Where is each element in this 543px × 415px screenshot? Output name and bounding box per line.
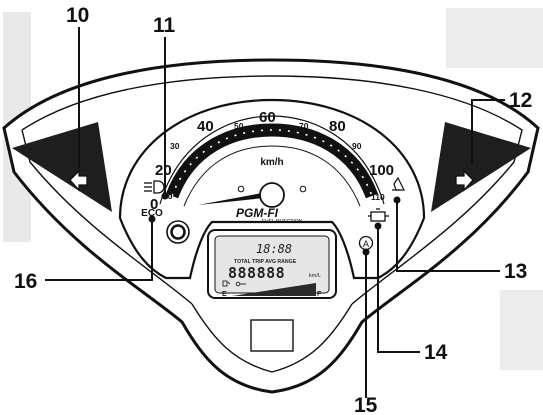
callout-11: 11 bbox=[153, 14, 176, 37]
speed-scale-ticks bbox=[171, 129, 373, 197]
housing-lower-line bbox=[191, 303, 353, 373]
callout-10: 10 bbox=[66, 4, 89, 27]
reset-knob-inner bbox=[170, 224, 186, 240]
speedometer-needle bbox=[198, 193, 264, 205]
callout-12: 12 bbox=[509, 89, 532, 112]
speed-110: 110 bbox=[371, 192, 385, 202]
cluster-housing bbox=[2, 58, 540, 394]
eco-indicator: ECO bbox=[141, 208, 163, 219]
callout-leaders bbox=[45, 27, 505, 398]
right-turn-pod bbox=[431, 122, 531, 212]
needle-hub bbox=[259, 182, 285, 208]
callout-14: 14 bbox=[424, 341, 448, 364]
speed-90: 90 bbox=[352, 141, 362, 151]
dial-marker bbox=[237, 185, 245, 193]
fuel-gauge-bar bbox=[232, 283, 316, 296]
lcd-trip-caption: TOTAL TRIP AVG RANGE bbox=[234, 259, 297, 265]
dial-marker bbox=[299, 185, 307, 193]
callout-anchors bbox=[148, 192, 401, 256]
headlight-high-beam-icon bbox=[144, 180, 165, 194]
background-fragment bbox=[446, 8, 543, 68]
auto-stop-letter: A bbox=[363, 239, 369, 249]
left-turn-pod bbox=[12, 122, 112, 212]
fuel-injection-caption: FUEL INJECTION bbox=[262, 219, 303, 225]
speed-scale-inner-line bbox=[183, 145, 361, 207]
speed-100: 100 bbox=[369, 162, 394, 179]
fuel-empty-label: E bbox=[222, 291, 227, 298]
fuel-pump-icon bbox=[222, 280, 231, 287]
speed-30: 30 bbox=[170, 141, 180, 151]
callout-anchor-15 bbox=[362, 248, 370, 256]
key-icon bbox=[235, 281, 246, 287]
speed-20: 20 bbox=[155, 162, 172, 179]
speed-50: 50 bbox=[234, 121, 244, 131]
speed-0: 0 bbox=[150, 196, 158, 213]
fuel-full-label: F bbox=[317, 291, 322, 298]
callout-15: 15 bbox=[354, 394, 378, 415]
speed-scale-outer-line bbox=[159, 115, 385, 205]
background-fragment bbox=[500, 290, 543, 370]
housing-inner-line bbox=[21, 75, 523, 305]
callout-anchor-13 bbox=[393, 196, 401, 204]
lcd-odometer-unit: km/L bbox=[309, 273, 321, 279]
callout-16: 16 bbox=[14, 270, 37, 293]
speed-unit-label: km/h bbox=[260, 157, 283, 168]
callout-13: 13 bbox=[504, 260, 527, 283]
reset-knob bbox=[166, 220, 190, 244]
engine-check-icon bbox=[368, 208, 389, 222]
pgm-fi-badge: PGM-FI bbox=[236, 206, 279, 220]
left-turn-arrow-icon bbox=[69, 169, 88, 192]
housing-inner-line bbox=[21, 129, 193, 305]
speed-80: 80 bbox=[329, 118, 346, 135]
lcd-odometer: 888888 bbox=[228, 264, 285, 282]
oil-pressure-icon bbox=[392, 176, 405, 191]
right-turn-arrow-icon bbox=[455, 169, 474, 192]
callout-anchor-14 bbox=[374, 222, 382, 230]
lcd-clock: 18:88 bbox=[256, 242, 292, 256]
callout-anchor-16 bbox=[148, 215, 156, 223]
lower-window bbox=[250, 319, 294, 352]
speed-40: 40 bbox=[197, 118, 214, 135]
callout-anchor-11 bbox=[161, 192, 169, 200]
speed-60: 60 bbox=[259, 109, 276, 126]
speed-70: 70 bbox=[299, 121, 309, 131]
